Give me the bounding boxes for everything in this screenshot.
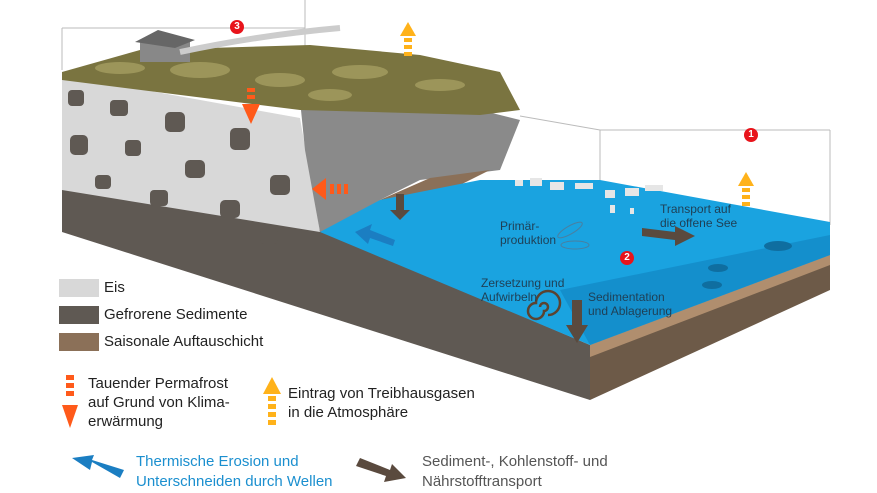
- legend-swatch-gefrorene: [59, 306, 99, 324]
- legend-thaw-icon: [62, 375, 78, 428]
- legend-gas-icon: [263, 377, 281, 425]
- legend-tauender-permafrost: Tauender Permafrost auf Grund von Klima-…: [88, 375, 230, 430]
- deep-water: [560, 235, 830, 345]
- polygon-ground: [95, 62, 465, 101]
- eroding-cliff: [300, 100, 520, 232]
- ice-floes: [515, 178, 663, 214]
- frozen-sediment-layer: [62, 188, 590, 400]
- label-primaerproduktion: Primär- produktion: [500, 219, 557, 247]
- marker-badge-1: 1: [744, 128, 758, 142]
- sea-surface: [320, 180, 830, 345]
- sedimentation-arrow: [566, 300, 588, 343]
- pipeline: [179, 25, 341, 55]
- thaw-arrow-cliff: [242, 88, 348, 200]
- label-sedimentation: Sedimentation und Ablagerung: [588, 290, 673, 318]
- legend-erosion: Thermische Erosion und Unterschneiden du…: [136, 453, 333, 490]
- sediment-transport-arrow: [642, 226, 695, 246]
- thaw-layer-right: [590, 255, 830, 357]
- fish-icons: [702, 241, 792, 289]
- resuspension-spiral-icon: [526, 289, 562, 321]
- seafloor-layers: [590, 255, 830, 400]
- marker-badge-2: 2: [620, 251, 634, 265]
- legend-transport-icon: [356, 458, 406, 482]
- label-zersetzung: Zersetzung und Aufwirbeln: [481, 276, 565, 304]
- legend-eintrag: Eintrag von Treibhausgasen in die Atmosp…: [288, 385, 475, 421]
- outflow-arrow: [390, 194, 410, 220]
- house-icon: [135, 30, 195, 62]
- legend-erosion-icon: [72, 455, 124, 478]
- legend-saisonale: Saisonale Auftauschicht: [104, 333, 264, 350]
- legend-swatch-saisonale: [59, 333, 99, 351]
- legend-swatch-eis: [59, 279, 99, 297]
- legend-sediment-transport: Sediment-, Kohlenstoff- und Nährstofftra…: [422, 453, 608, 490]
- frozen-sediment-blocks: [68, 90, 290, 244]
- label-transport: Transport auf die offene See: [660, 202, 738, 230]
- gas-arrow-icons: [400, 22, 754, 206]
- erosion-arrow: [355, 224, 395, 246]
- marker-badge-3: 3: [230, 20, 244, 34]
- legend-gefrorene: Gefrorene Sedimente: [104, 306, 248, 323]
- plankton-icon: [557, 221, 590, 250]
- legend-eis: Eis: [104, 279, 125, 296]
